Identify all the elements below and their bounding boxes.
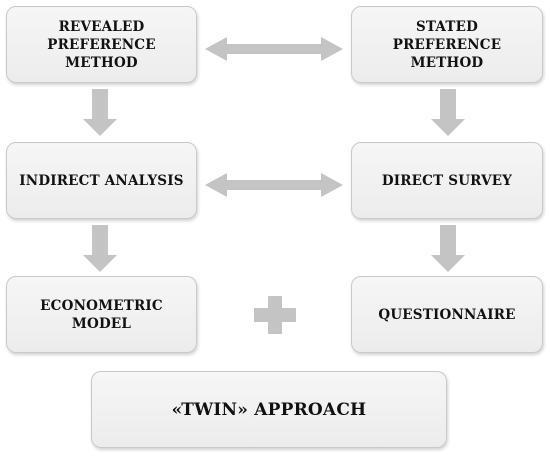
down-arrow-direct-questionnaire xyxy=(431,225,465,272)
indirect-analysis-box: INDIRECT ANALYSIS xyxy=(6,142,197,219)
direct-survey-box: DIRECT SURVEY xyxy=(351,142,543,219)
econometric-model-box: ECONOMETRIC MODEL xyxy=(6,276,197,353)
questionnaire-label: QUESTIONNAIRE xyxy=(378,306,516,323)
down-arrow-stated-direct xyxy=(431,89,465,136)
direct-survey-label: DIRECT SURVEY xyxy=(381,172,513,189)
indirect-analysis-label: INDIRECT ANALYSIS xyxy=(19,172,184,189)
questionnaire-box: QUESTIONNAIRE xyxy=(351,276,543,353)
plus-sign-icon xyxy=(254,296,296,334)
revealed-preference-method-label: REVEALED PREFERENCE METHOD xyxy=(47,18,156,71)
down-arrow-revealed-indirect xyxy=(83,89,117,136)
double-arrow-indirect-direct xyxy=(205,173,343,197)
double-arrow-revealed-stated xyxy=(205,37,343,61)
twin-approach-box: «TWIN» APPROACH xyxy=(91,371,447,448)
revealed-preference-method-box: REVEALED PREFERENCE METHOD xyxy=(6,6,197,83)
stated-preference-method-box: STATED PREFERENCE METHOD xyxy=(351,6,543,83)
down-arrow-indirect-econometric xyxy=(83,225,117,272)
twin-approach-label: «TWIN» APPROACH xyxy=(171,399,367,420)
econometric-model-label: ECONOMETRIC MODEL xyxy=(40,297,163,332)
stated-preference-method-label: STATED PREFERENCE METHOD xyxy=(392,18,502,71)
